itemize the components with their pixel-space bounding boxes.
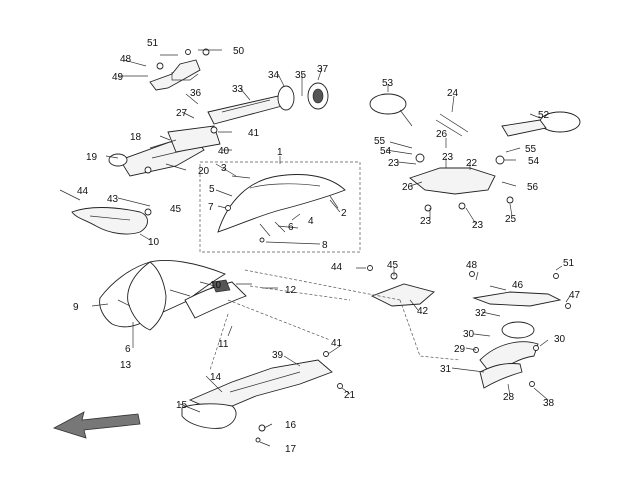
callout-3: 3 [221,163,227,174]
front-arrow-icon [52,411,141,439]
under-cover [181,351,343,443]
callout-14: 14 [210,372,222,383]
callout-37: 37 [317,64,329,75]
callout-48b: 48 [466,260,478,271]
callout-30a: 30 [463,329,475,340]
callout-56: 56 [527,182,539,193]
callout-2: 2 [341,208,347,219]
callout-labels: 1 2 3 4 5 6 7 8 9 10 10 11 12 6 13 14 15… [73,38,581,455]
mirror-left [369,93,407,115]
callout-16: 16 [285,420,297,431]
callout-32: 32 [475,308,487,319]
callout-41a: 41 [248,128,260,139]
callout-7: 7 [208,202,214,213]
callout-41b: 41 [331,338,343,349]
callout-34: 34 [268,70,280,81]
callout-1: 1 [277,147,283,158]
callout-54b: 54 [528,156,540,167]
callout-44a: 44 [77,186,89,197]
callout-55b: 55 [525,144,537,155]
callout-44b: 44 [331,262,343,273]
callout-54a: 54 [380,146,392,157]
callout-45b: 45 [387,260,399,271]
callout-45a: 45 [170,204,182,215]
callout-29: 29 [454,344,466,355]
callout-33: 33 [232,84,244,95]
callout-23d: 23 [472,220,484,231]
callout-26b: 26 [402,182,414,193]
callout-6: 6 [288,222,294,233]
callout-25: 25 [505,214,517,225]
callout-51a: 51 [147,38,159,49]
screw-7 [225,205,231,211]
callout-36: 36 [190,88,202,99]
callout-55a: 55 [374,136,386,147]
callout-17: 17 [285,444,297,455]
callout-21: 21 [344,390,356,401]
callout-49: 49 [112,72,124,83]
callout-24: 24 [447,88,459,99]
callout-4: 4 [308,216,314,227]
callout-46: 46 [512,280,524,291]
callout-39: 39 [272,350,284,361]
callout-22: 22 [466,158,478,169]
callout-20: 20 [198,166,210,177]
intake-duct [207,82,329,125]
callout-23a: 23 [388,158,400,169]
callout-11: 11 [218,339,229,350]
callout-52: 52 [538,110,550,121]
callout-47: 47 [569,290,581,301]
callout-5: 5 [209,184,215,195]
callout-42: 42 [417,306,429,317]
callout-10b: 10 [210,280,222,291]
callout-6-lower: 6 [125,344,131,355]
leader-lines [59,49,571,447]
upper-cowling [99,260,247,331]
callout-23b: 23 [442,152,454,163]
callout-10a: 10 [148,237,160,248]
windshield [217,174,346,233]
callout-50: 50 [233,46,245,57]
washer-8 [259,237,265,243]
callout-13: 13 [120,360,132,371]
side-cover-43 [71,207,152,235]
callout-18: 18 [130,132,142,143]
air-duct-assembly [108,125,221,177]
callout-23c: 23 [420,216,432,227]
windshield-group [199,161,361,253]
callout-30b: 30 [554,334,566,345]
callout-43: 43 [107,194,119,205]
right-bracket-group [367,265,571,309]
callout-40: 40 [218,146,230,157]
callout-53: 53 [382,78,394,89]
callout-38: 38 [543,398,555,409]
callout-12: 12 [285,285,297,296]
callout-19: 19 [86,152,98,163]
callout-15: 15 [176,400,188,411]
callout-28: 28 [503,392,515,403]
callout-26a: 26 [436,129,448,140]
callout-9: 9 [73,302,79,313]
callout-48a: 48 [120,54,132,65]
callout-27: 27 [176,108,188,119]
callout-31: 31 [440,364,452,375]
callout-8: 8 [322,240,328,251]
headlight-trim [473,321,539,389]
mirror-stay [409,167,496,195]
upper-bracket [149,48,210,91]
mirror-assembly [369,93,581,212]
callout-35: 35 [295,70,307,81]
callout-51b: 51 [563,258,575,269]
